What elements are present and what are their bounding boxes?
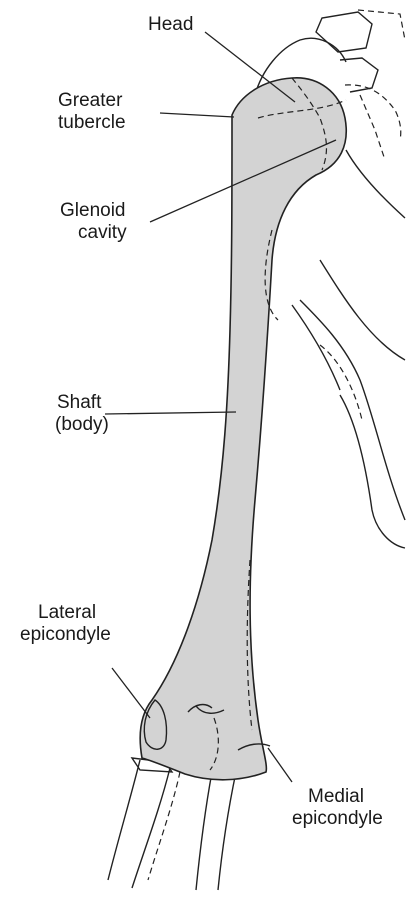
label-greater-tubercle: Greater tubercle (58, 90, 126, 134)
label-medial-epicondyle-line1: Medial (292, 786, 383, 808)
label-glenoid-cavity: Glenoid cavity (60, 200, 127, 244)
label-shaft-line1: Shaft (55, 392, 109, 414)
label-greater-tubercle-line1: Greater (58, 90, 126, 112)
label-glenoid-cavity-line2: cavity (60, 222, 127, 244)
leader-lateral-epicondyle (112, 668, 150, 718)
label-glenoid-cavity-line1: Glenoid (60, 200, 127, 222)
arm-outline (292, 300, 405, 548)
label-lateral-epicondyle-line2: epicondyle (20, 624, 111, 646)
label-shaft-line2: (body) (55, 414, 109, 436)
label-greater-tubercle-line2: tubercle (58, 112, 126, 134)
label-medial-epicondyle: Medial epicondyle (292, 786, 383, 830)
label-lateral-epicondyle-line1: Lateral (20, 602, 111, 624)
leader-medial-epicondyle (268, 748, 292, 782)
leader-greater-tubercle (160, 113, 234, 117)
leader-head (205, 32, 295, 102)
label-medial-epicondyle-line2: epicondyle (292, 808, 383, 830)
label-lateral-epicondyle: Lateral epicondyle (20, 602, 111, 646)
label-head: Head (148, 14, 193, 36)
label-shaft: Shaft (body) (55, 392, 109, 436)
humerus-bone (140, 78, 346, 780)
leader-shaft (105, 412, 236, 414)
